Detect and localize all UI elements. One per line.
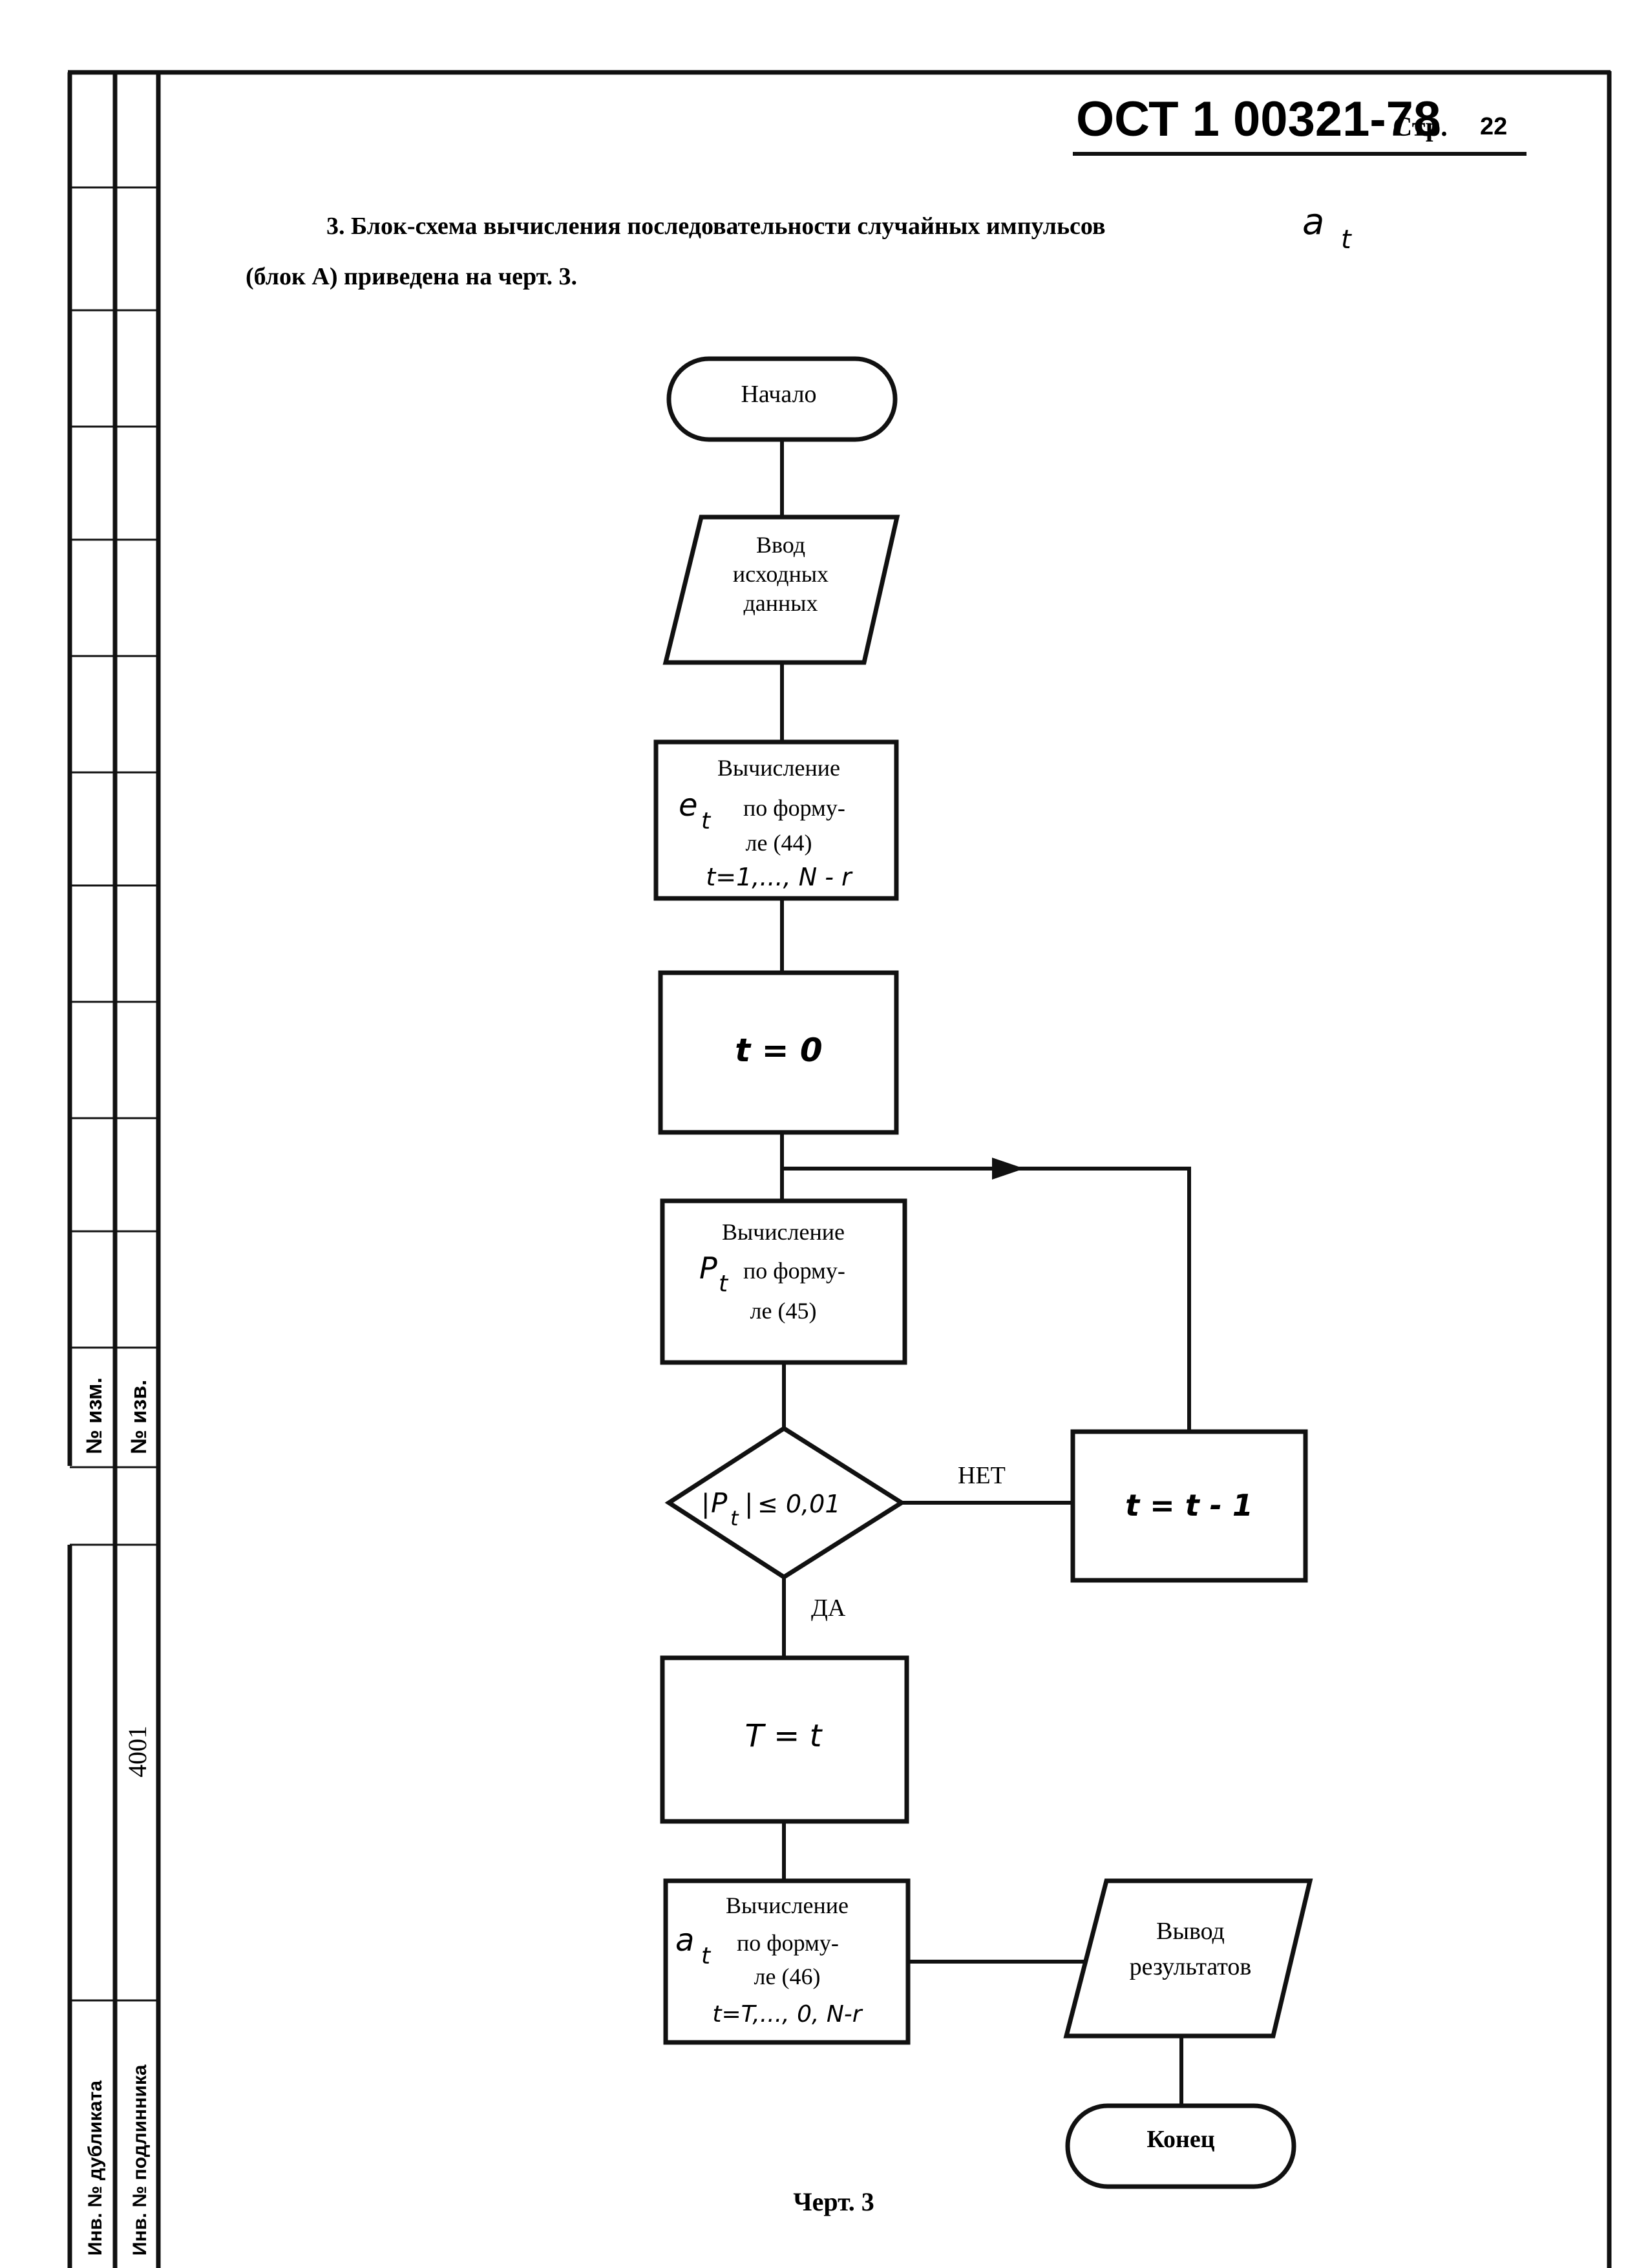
intro-line-1: 3. Блок-схема вычисления последовательно… [326,213,1106,240]
input-line-3: данных [743,590,818,616]
loop-arrowhead [992,1158,1024,1180]
calc-e-line-1: Вычисление [717,755,840,781]
decision-abs-close: | [745,1489,753,1519]
flowchart: Начало Ввод исходных данных Вычисление e… [653,356,1313,2189]
decrement-label: t = t - 1 [1125,1488,1253,1523]
calc-a-block: Вычисление a t по форму- ле (46) t=T,...… [663,1878,911,2045]
calc-e-line-2: по форму- [743,795,845,821]
output-block: Вывод результатов [1063,1878,1313,2039]
document-code: ОСТ 1 00321-78 [1076,92,1441,147]
calc-e-var: e [679,787,698,823]
page-number: 22 [1480,113,1507,140]
figure-caption: Черт. 3 [793,2187,874,2216]
assign-label: T = t [745,1718,823,1754]
no-branch-label: НЕТ [958,1462,1006,1489]
calc-p-var: P [699,1251,717,1286]
start-label: Начало [741,381,816,408]
end-terminal: Конец [1065,2103,1296,2189]
stamp-rev-no: № изм. [82,1377,107,1454]
calc-a-line-2: по форму- [737,1930,839,1956]
page-label: Стр. [1393,112,1448,142]
stamp-orig-number: 4001 [123,1726,152,1777]
calc-a-var-sub: t [701,1943,712,1969]
decision-abs-open: | [701,1489,710,1519]
decrement-block: t = t - 1 [1070,1429,1308,1583]
decision-rest: ≤ 0,01 [757,1490,841,1518]
calc-a-var: a [675,1922,694,1958]
intro-paragraph: 3. Блок-схема вычисления последовательно… [246,201,1352,290]
calc-e-block: Вычисление e t по форму- ле (44) t=1,...… [653,739,899,901]
init-block: t = 0 [658,970,899,1135]
page-frame [67,70,1612,2268]
yes-branch-label: ДА [811,1595,846,1622]
side-stamp-grid [70,186,158,2002]
calc-a-line-1: Вычисление [726,1892,849,1918]
decision-var: P [711,1487,728,1519]
calc-a-line-3: ле (46) [754,1964,821,1989]
input-line-1: Ввод [756,532,805,558]
calc-e-var-sub: t [701,808,712,834]
output-line-1: Вывод [1156,1918,1225,1945]
calc-p-line-1: Вычисление [722,1219,845,1245]
assign-block: T = t [660,1655,909,1824]
end-label: Конец [1146,2126,1214,2153]
calc-p-line-3: ле (45) [750,1298,817,1324]
intro-line-2: (блок А) приведена на черт. 3. [246,263,577,290]
stamp-issue-no: № изв. [127,1380,151,1455]
connectors [780,440,1191,2106]
decision-var-sub: t [730,1506,739,1531]
calc-e-line-3: ле (44) [746,830,812,856]
input-block: Ввод исходных данных [662,514,900,665]
output-line-2: результатов [1130,1953,1252,1980]
calc-p-line-2: по форму- [743,1258,845,1284]
decision-block: | P t | ≤ 0,01 [664,1425,906,1580]
input-line-2: исходных [733,561,829,587]
intro-symbol: a [1302,201,1324,243]
stamp-dup-inv: Инв. № дубликата [85,2081,106,2256]
intro-symbol-sub: t [1341,225,1352,255]
start-terminal: Начало [666,356,898,442]
calc-p-block: Вычисление P t по форму- ле (45) [660,1198,907,1365]
calc-e-line-4: t=1,..., N - r [706,863,853,891]
stamp-orig-inv: Инв. № подлинника [129,2064,151,2256]
init-label: t = 0 [735,1032,822,1069]
header: ОСТ 1 00321-78 Стр. 22 [1073,92,1527,156]
calc-p-var-sub: t [719,1271,729,1297]
calc-a-line-4: t=T,..., 0, N-r [712,2001,863,2028]
